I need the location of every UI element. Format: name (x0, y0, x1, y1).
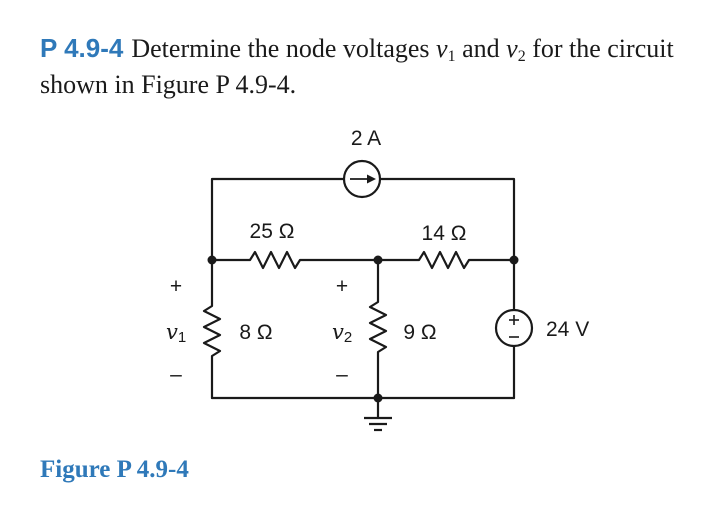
problem-and-text: and (455, 34, 507, 63)
v2-label: v2 (332, 320, 352, 346)
top-wire-right (378, 177, 516, 262)
resistor-14-label: 14 Ω (422, 222, 467, 245)
v1-label-main: v (166, 320, 178, 344)
v2-subscript: 2 (517, 48, 526, 65)
v2-label-main: v (332, 320, 344, 344)
resistor-14-ohm (376, 250, 516, 270)
node-ground (373, 393, 383, 403)
voltage-source-label: 24 V (546, 318, 589, 341)
problem-text-after: for the circuit shown in Figure P 4.9-4. (40, 34, 674, 99)
v1-minus-sign: – (170, 363, 182, 386)
resistor-9-ohm (368, 258, 388, 400)
v2-label-sub: 2 (344, 329, 352, 346)
v2-symbol: v (506, 34, 518, 63)
resistor-8-ohm (202, 258, 222, 400)
ground-icon (364, 416, 392, 432)
problem-number: P 4.9-4 (40, 33, 124, 63)
figure-caption: Figure P 4.9-4 (40, 456, 189, 483)
node-v2 (373, 255, 383, 265)
v1-subscript: 1 (447, 48, 456, 65)
node-v1 (207, 255, 217, 265)
v2-plus-sign: + (336, 275, 348, 298)
voltage-source-icon (494, 308, 534, 348)
v1-symbol: v (436, 34, 448, 63)
v1-label-sub: 1 (178, 329, 186, 346)
node-right (509, 255, 519, 265)
resistor-9-label: 9 Ω (403, 321, 436, 344)
resistor-25-label: 25 Ω (250, 220, 295, 243)
problem-text-before: Determine the node voltages (131, 34, 437, 63)
v1-label: v1 (166, 320, 186, 346)
v2-minus-sign: – (336, 363, 348, 386)
top-wire-left (210, 177, 346, 262)
current-source-icon (342, 159, 382, 199)
current-source-label: 2 A (351, 127, 381, 150)
resistor-8-label: 8 Ω (239, 321, 272, 344)
v1-plus-sign: + (170, 275, 182, 298)
resistor-25-ohm (210, 250, 380, 270)
